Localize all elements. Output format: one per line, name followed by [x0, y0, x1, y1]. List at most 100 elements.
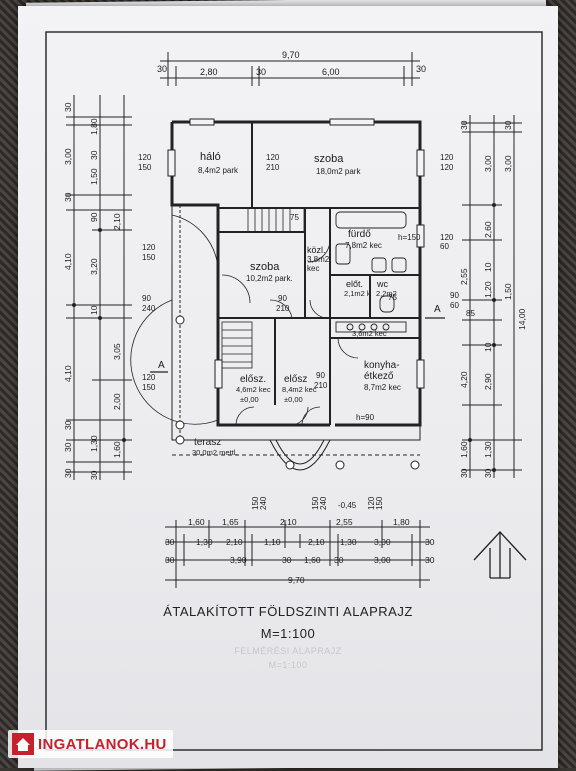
open-85-i: 85 — [466, 309, 475, 318]
open-120-d: 120 — [440, 163, 454, 172]
dim-righti-5: 10 — [483, 342, 493, 352]
open-210-b: 210 — [266, 163, 280, 172]
open-210-m: 210 — [314, 381, 328, 390]
dim-rightm-6: 30 — [459, 468, 469, 478]
left-dims-text: 30 3,00 30 4,10 4,10 30 30 30 1,80 30 1,… — [63, 102, 122, 480]
dim-top-30c: 30 — [416, 64, 426, 74]
open-90-i: 90 — [450, 291, 459, 300]
watermark-text: INGATLANOK.HU — [38, 735, 167, 753]
room-elosz2-name: elősz — [284, 374, 307, 385]
open-150-r: 150 — [375, 496, 384, 510]
open-90-m: 90 — [316, 371, 325, 380]
open-150-l: 150 — [142, 383, 156, 392]
dim-top-total: 9,70 — [282, 50, 300, 60]
dim-top-30a: 30 — [157, 64, 167, 74]
open-120-b: 120 — [266, 153, 280, 162]
room-szoba-top-area: 18,0m2 park — [316, 167, 361, 176]
dim-leftm-7: 3,05 — [112, 343, 122, 360]
dim-rightm-5: 1,60 — [459, 441, 469, 458]
dim-righti-1: 3,00 — [503, 155, 513, 172]
top-dims-text: 9,70 30 2,80 30 6,00 30 — [157, 50, 426, 77]
dim-left-4: 4,10 — [63, 365, 73, 382]
dim-leftm-10: 1,60 — [112, 441, 122, 458]
open-240-q: 240 — [319, 496, 328, 510]
room-kozl-area: 3,8m2 — [307, 255, 330, 264]
opening-labels: 120 150 120 210 120 120 120 150 90 240 9… — [138, 153, 475, 510]
open-h150-o: h=150 — [398, 233, 421, 242]
dim-left-1: 3,00 — [63, 148, 73, 165]
dim-b3-3: 1,60 — [304, 555, 321, 565]
plan-scale: M=1:100 — [260, 626, 316, 641]
open-240-f: 240 — [142, 304, 156, 313]
open-120-h: 120 — [440, 233, 454, 242]
bottom-dims-text: 1,60 1,65 2,10 2,55 1,80 30 1,30 2,10 1,… — [165, 517, 435, 585]
level-045: -0,45 — [338, 501, 357, 510]
open-150-e: 150 — [142, 253, 156, 262]
open-150-p: 150 — [251, 496, 260, 510]
dim-b2-7: 30 — [425, 537, 435, 547]
dim-b2-6: 3,00 — [374, 537, 391, 547]
dim-b3-2: 30 — [282, 555, 292, 565]
dim-rightm-1: 3,00 — [483, 155, 493, 172]
dim-top-30b: 30 — [256, 67, 266, 77]
dim-leftm-3: 2,10 — [112, 213, 122, 230]
interior-walls — [218, 122, 420, 425]
room-halo-name: háló — [200, 151, 221, 163]
open-210-g: 210 — [276, 304, 290, 313]
dim-righti-8: 30 — [483, 468, 493, 478]
room-konyha-area: 8,7m2 kec — [364, 383, 401, 392]
room-wc-name: wc — [376, 279, 388, 289]
ingatlanok-watermark: INGATLANOK.HU — [8, 730, 173, 758]
bath-fixtures — [335, 211, 407, 333]
dim-bottom-ticks — [175, 520, 421, 588]
room-eloter-mid-area: 3,6m2 kec — [352, 329, 387, 338]
dim-right-dots — [468, 203, 496, 472]
dim-b3-1: 3,90 — [230, 555, 247, 565]
open-60-i: 60 — [450, 301, 459, 310]
dim-righti-6: 2,90 — [483, 373, 493, 390]
dim-left-2: 30 — [63, 192, 73, 202]
dim-left-7: 30 — [63, 468, 73, 478]
dim-rightm-0: 30 — [459, 120, 469, 130]
open-150-q: 150 — [311, 496, 320, 510]
ghost-title: FELMÉRÉSI ALAPRAJZ — [234, 646, 342, 656]
dim-b3-6: 30 — [425, 555, 435, 565]
dim-b1-3: 2,55 — [336, 517, 353, 527]
open-60-h: 60 — [440, 242, 449, 251]
dim-b1-2: 2,10 — [280, 517, 297, 527]
dim-leftm-4: 90 — [89, 212, 99, 222]
dim-top-280: 2,80 — [200, 67, 218, 77]
dim-b2-1: 1,30 — [196, 537, 213, 547]
dim-b1-4: 1,80 — [393, 517, 410, 527]
dim-b-total: 9,70 — [288, 575, 305, 585]
room-konyha-name2: étkező — [364, 371, 394, 382]
room-szoba-mid-area: 10,2m2 park. — [246, 274, 293, 283]
ghost-scale: M=1:100 — [268, 660, 308, 670]
open-120-l: 120 — [142, 373, 156, 382]
dim-righti-3: 1,20 — [483, 281, 493, 298]
room-eloter-name: előt. — [346, 279, 363, 289]
paper-sheet — [18, 6, 558, 768]
room-wc-area: 2,2m2 — [376, 289, 397, 298]
dim-b1-0: 1,60 — [188, 517, 205, 527]
dim-b3-4: 30 — [334, 555, 344, 565]
dim-righti-0: 30 — [503, 120, 513, 130]
house-logo-icon — [12, 733, 34, 755]
exterior-walls — [170, 120, 422, 427]
section-a-right: A — [434, 304, 441, 315]
room-eloter-area: 2,1m2 k — [344, 289, 371, 298]
dim-b2-2: 2,10 — [226, 537, 243, 547]
windows — [167, 118, 425, 389]
dim-b2-4: 2,10 — [308, 537, 325, 547]
dim-b3-5: 3,00 — [374, 555, 391, 565]
dim-left-6: 30 — [63, 442, 73, 452]
open-75-j: 75 — [290, 213, 299, 222]
dim-b1-1: 1,65 — [222, 517, 239, 527]
dim-leftm-6: 10 — [89, 305, 99, 315]
dim-b2-3: 1,10 — [264, 537, 281, 547]
open-240-p: 240 — [259, 496, 268, 510]
plan-title: ÁTALAKÍTOTT FÖLDSZINTI ALAPRAJZ — [163, 604, 413, 619]
door-swings — [130, 214, 359, 426]
room-kozl-name: közl. — [307, 245, 326, 255]
